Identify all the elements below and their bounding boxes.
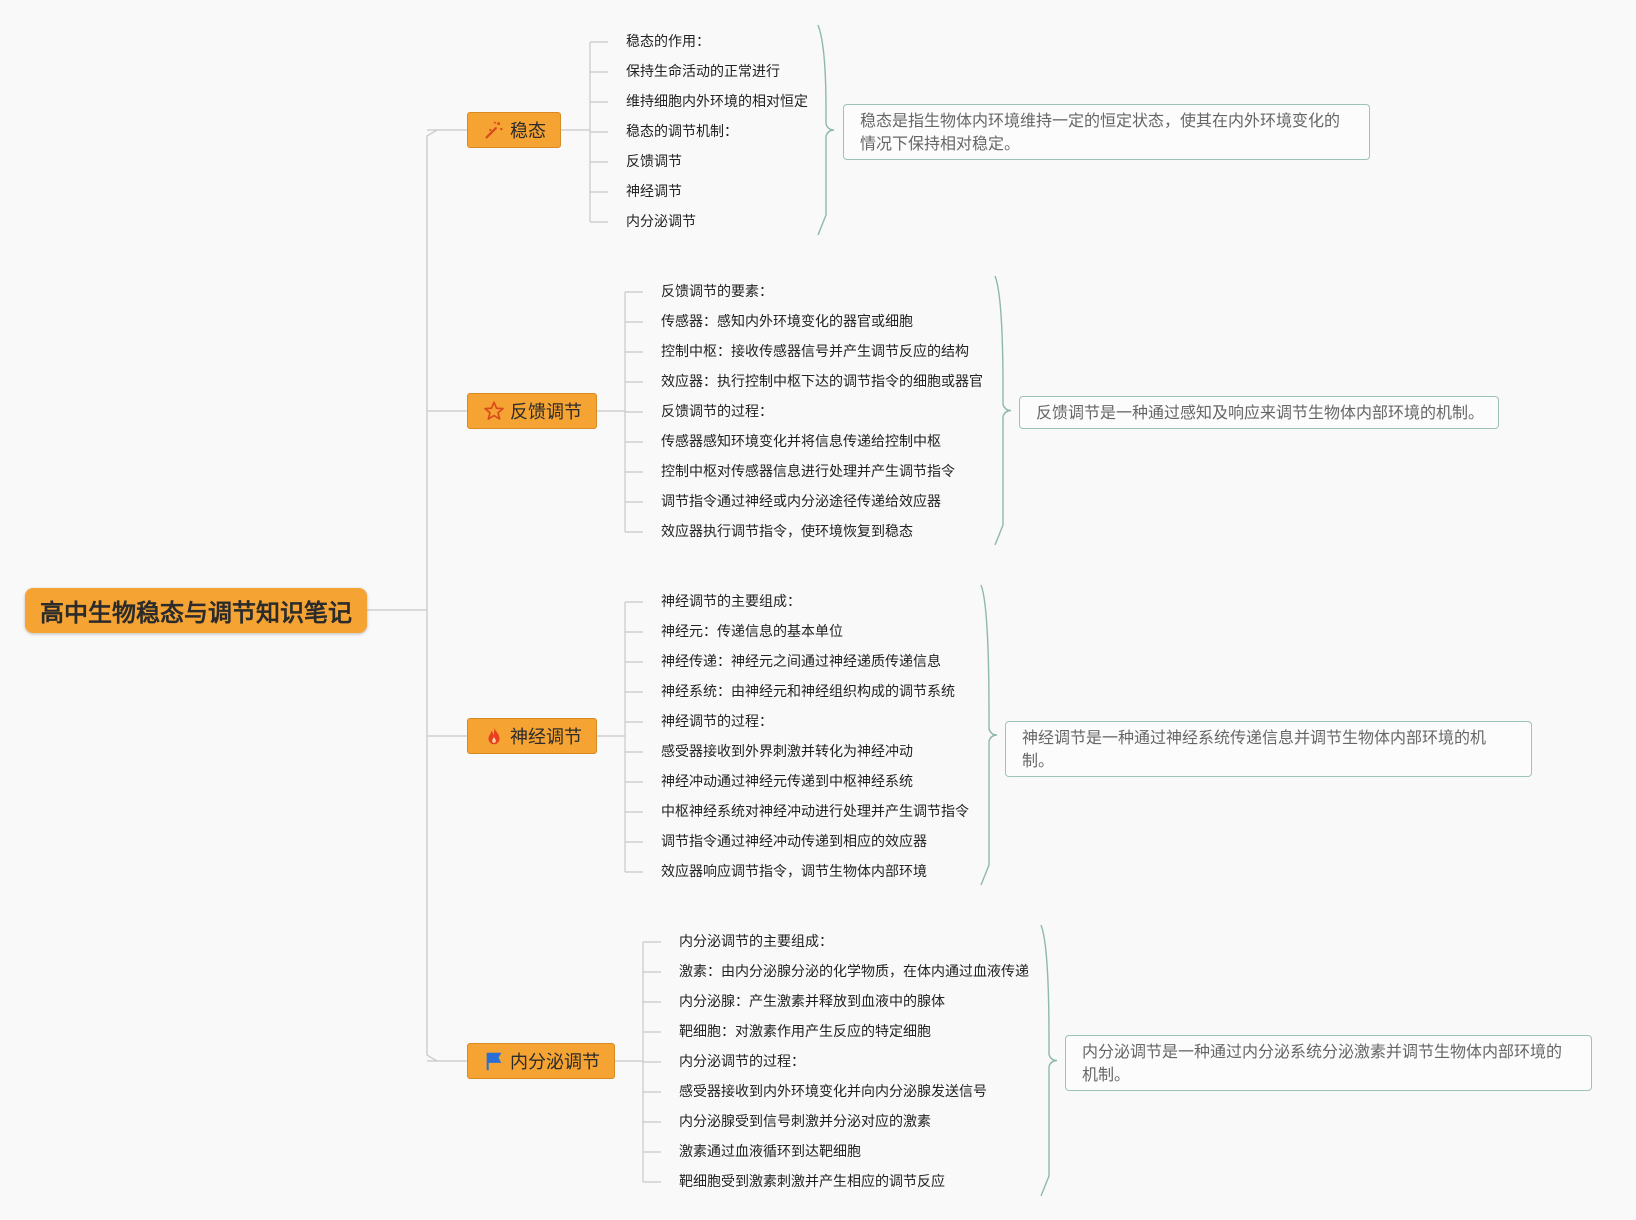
leaf-item[interactable]: 调节指令通过神经或内分泌途径传递给效应器 (661, 494, 941, 510)
star-icon (482, 399, 506, 423)
leaf-item[interactable]: 神经调节 (626, 184, 682, 200)
summary-text: 内分泌调节是一种通过内分泌系统分泌激素并调节生物体内部环境的机制。 (1082, 1042, 1563, 1084)
summary-brace (817, 24, 835, 236)
leaf-item[interactable]: 内分泌腺：产生激素并释放到血液中的腺体 (679, 994, 945, 1010)
leaf-item[interactable]: 传感器感知环境变化并将信息传递给控制中枢 (661, 434, 941, 450)
leaf-item[interactable]: 效应器执行调节指令，使环境恢复到稳态 (661, 524, 913, 540)
leaf-item[interactable]: 神经系统：由神经元和神经组织构成的调节系统 (661, 684, 955, 700)
leaf-item[interactable]: 反馈调节 (626, 154, 682, 170)
branch-label: 神经调节 (510, 727, 582, 748)
leaf-item[interactable]: 调节指令通过神经冲动传递到相应的效应器 (661, 834, 927, 850)
leaf-item[interactable]: 反馈调节的过程： (661, 404, 773, 420)
summary-box[interactable]: 稳态是指生物体内环境维持一定的恒定状态，使其在内外环境变化的情况下保持相对稳定。 (843, 104, 1370, 160)
leaf-item[interactable]: 神经元：传递信息的基本单位 (661, 624, 843, 640)
leaf-item[interactable]: 稳态的作用： (626, 34, 710, 50)
leaf-item[interactable]: 神经调节的主要组成： (661, 594, 801, 610)
flame-icon (482, 724, 506, 748)
leaf-item[interactable]: 内分泌调节的主要组成： (679, 934, 833, 950)
summary-text: 稳态是指生物体内环境维持一定的恒定状态，使其在内外环境变化的情况下保持相对稳定。 (860, 111, 1341, 153)
leaf-item[interactable]: 靶细胞：对激素作用产生反应的特定细胞 (679, 1024, 931, 1040)
branch-topic[interactable]: 神经调节 (467, 718, 597, 754)
trunk-line (426, 129, 438, 1062)
leaf-item[interactable]: 神经传递：神经元之间通过神经递质传递信息 (661, 654, 941, 670)
branch-label: 反馈调节 (510, 402, 582, 423)
leaf-item[interactable]: 效应器：执行控制中枢下达的调节指令的细胞或器官 (661, 374, 983, 390)
leaf-item[interactable]: 传感器：感知内外环境变化的器官或细胞 (661, 314, 913, 330)
leaf-item[interactable]: 感受器接收到外界刺激并转化为神经冲动 (661, 744, 913, 760)
leaf-item[interactable]: 激素：由内分泌腺分泌的化学物质，在体内通过血液传递 (679, 964, 1029, 980)
branch-topic[interactable]: 反馈调节 (467, 393, 597, 429)
magic-wand-icon (482, 118, 506, 142)
leaf-item[interactable]: 控制中枢：接收传感器信号并产生调节反应的结构 (661, 344, 969, 360)
flag-icon (482, 1049, 506, 1073)
branch-topic[interactable]: 内分泌调节 (467, 1043, 615, 1079)
summary-box[interactable]: 神经调节是一种通过神经系统传递信息并调节生物体内部环境的机制。 (1005, 721, 1532, 777)
summary-brace (980, 584, 998, 886)
leaf-item[interactable]: 效应器响应调节指令，调节生物体内部环境 (661, 864, 927, 880)
leaf-item[interactable]: 稳态的调节机制： (626, 124, 738, 140)
leaf-item[interactable]: 内分泌调节 (626, 214, 696, 230)
leaf-item[interactable]: 激素通过血液循环到达靶细胞 (679, 1144, 861, 1160)
summary-box[interactable]: 反馈调节是一种通过感知及响应来调节生物体内部环境的机制。 (1019, 396, 1499, 429)
leaf-item[interactable]: 感受器接收到内外环境变化并向内分泌腺发送信号 (679, 1084, 987, 1100)
branch-label: 内分泌调节 (510, 1052, 600, 1073)
root-title: 高中生物稳态与调节知识笔记 (40, 599, 352, 627)
leaf-item[interactable]: 维持细胞内外环境的相对恒定 (626, 94, 808, 110)
leaf-item[interactable]: 反馈调节的要素： (661, 284, 773, 300)
summary-box[interactable]: 内分泌调节是一种通过内分泌系统分泌激素并调节生物体内部环境的机制。 (1065, 1035, 1592, 1091)
leaf-item[interactable]: 内分泌调节的过程： (679, 1054, 805, 1070)
leaf-item[interactable]: 内分泌腺受到信号刺激并分泌对应的激素 (679, 1114, 931, 1130)
leaf-item[interactable]: 控制中枢对传感器信息进行处理并产生调节指令 (661, 464, 955, 480)
root-topic[interactable]: 高中生物稳态与调节知识笔记 (25, 588, 367, 633)
leaf-item[interactable]: 靶细胞受到激素刺激并产生相应的调节反应 (679, 1174, 945, 1190)
branch-topic[interactable]: 稳态 (467, 112, 561, 148)
summary-text: 神经调节是一种通过神经系统传递信息并调节生物体内部环境的机制。 (1022, 728, 1487, 770)
summary-brace (1040, 924, 1058, 1197)
summary-text: 反馈调节是一种通过感知及响应来调节生物体内部环境的机制。 (1036, 403, 1485, 422)
leaf-item[interactable]: 中枢神经系统对神经冲动进行处理并产生调节指令 (661, 804, 969, 820)
leaf-item[interactable]: 神经调节的过程： (661, 714, 773, 730)
branch-label: 稳态 (510, 121, 546, 142)
leaf-item[interactable]: 神经冲动通过神经元传递到中枢神经系统 (661, 774, 913, 790)
leaf-item[interactable]: 保持生命活动的正常进行 (626, 64, 780, 80)
summary-brace (994, 275, 1012, 546)
